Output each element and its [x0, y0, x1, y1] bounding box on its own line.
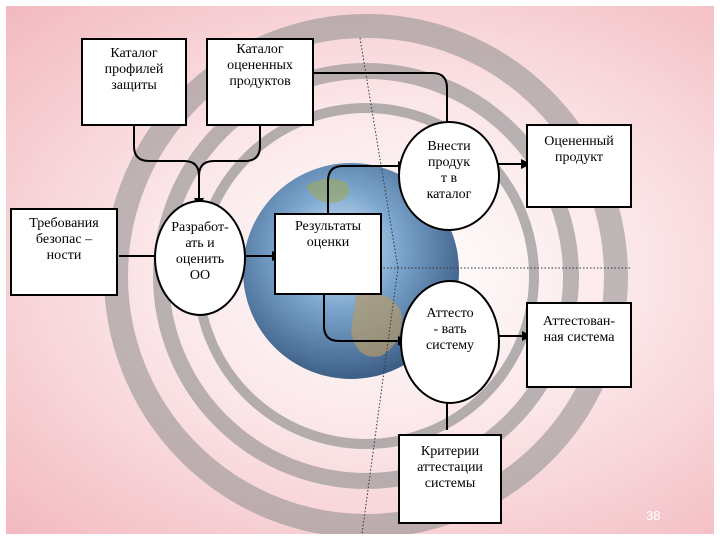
slide: Каталог профилей защиты Каталог оцененны…	[6, 6, 714, 534]
certified-system-label: Аттестован- ная система	[542, 314, 616, 345]
evaluation-results-box: Результаты оценки	[274, 213, 382, 295]
enter-into-catalog-label: Внести продук т в каталог	[426, 139, 472, 202]
evaluated-products-catalog-box: Каталог оцененных продуктов	[206, 38, 314, 126]
enter-into-catalog-node: Внести продук т в каталог	[398, 121, 500, 231]
connectors	[119, 72, 522, 430]
certify-system-node: Аттесто - вать систему	[400, 280, 500, 404]
certify-system-label: Аттесто - вать систему	[425, 306, 475, 353]
certified-system-box: Аттестован- ная система	[526, 302, 632, 388]
evaluated-product-label: Оцененный продукт	[544, 134, 614, 165]
evaluated-products-catalog-label: Каталог оцененных продуктов	[227, 42, 293, 89]
evaluation-results-label: Результаты оценки	[294, 219, 362, 250]
certification-criteria-label: Критерии аттестации системы	[417, 444, 483, 491]
develop-and-evaluate-node: Разработ- ать и оценить ОО	[154, 200, 246, 316]
security-requirements-label: Требования безопас – ности	[29, 216, 99, 263]
develop-and-evaluate-label: Разработ- ать и оценить ОО	[171, 220, 229, 283]
profiles-catalog-label: Каталог профилей защиты	[104, 46, 164, 93]
page-number: 38	[646, 508, 661, 523]
security-requirements-box: Требования безопас – ности	[10, 208, 118, 296]
evaluated-product-box: Оцененный продукт	[526, 124, 632, 208]
profiles-catalog-box: Каталог профилей защиты	[81, 38, 187, 126]
certification-criteria-box: Критерии аттестации системы	[398, 434, 502, 524]
